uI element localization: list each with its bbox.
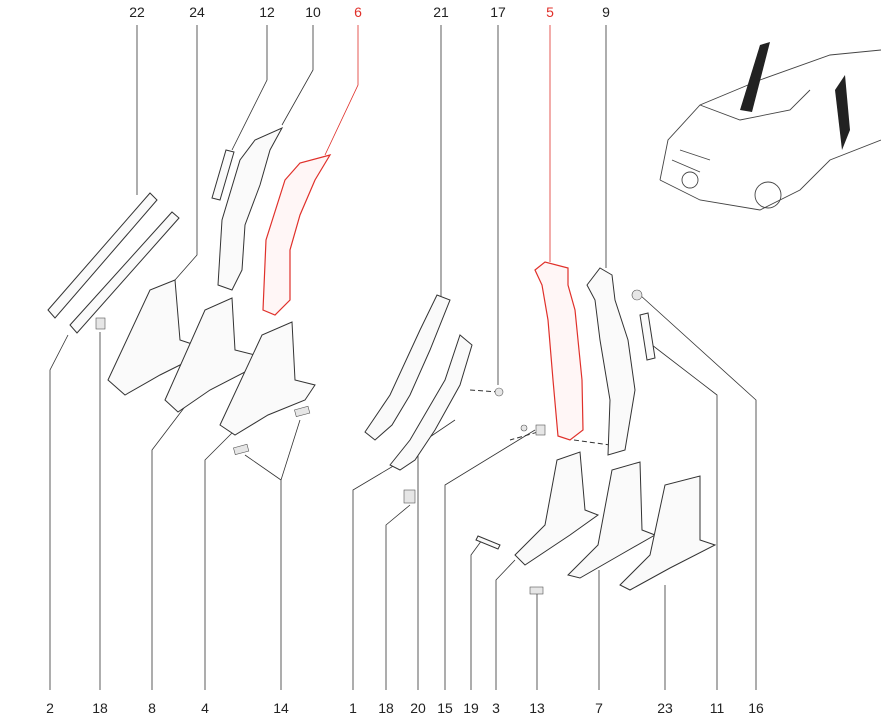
- part-15-sill-trim: [389, 334, 473, 471]
- part-9-b-pillar-upper: [586, 267, 636, 456]
- part-2-strip: [69, 211, 180, 334]
- a-pillar-highlight: [740, 42, 770, 112]
- label-1: 1: [349, 700, 357, 716]
- top-labels: 22 24 12 10 6 21 17 5 9: [129, 4, 610, 20]
- part-21-sill-trim: [364, 294, 451, 441]
- label-11: 11: [710, 700, 725, 716]
- part-7-b-pillar-lower: [567, 461, 657, 579]
- part-6-pillar-upper: [262, 154, 332, 316]
- part-14-clip: [233, 405, 311, 456]
- part-12-trim: [211, 149, 235, 201]
- label-7: 7: [595, 700, 603, 716]
- part-13-clip: [529, 586, 544, 595]
- label-10: 10: [305, 4, 321, 20]
- label-22: 22: [129, 4, 145, 20]
- label-17: 17: [490, 4, 506, 20]
- label-12: 12: [259, 4, 275, 20]
- car-location-illustration: [659, 42, 881, 211]
- label-2: 2: [46, 700, 54, 716]
- part-17-nut: [494, 387, 504, 397]
- part-19-screw: [475, 535, 501, 550]
- part-10-pillar-upper: [217, 126, 284, 291]
- part-18-clip: [95, 317, 106, 330]
- part-5-b-pillar-upper: [534, 261, 584, 441]
- part-16-grommet: [631, 289, 643, 301]
- label-6: 6: [354, 4, 362, 20]
- label-18: 18: [92, 700, 108, 716]
- label-23: 23: [657, 700, 673, 716]
- label-18b: 18: [378, 700, 394, 716]
- label-9: 9: [602, 4, 610, 20]
- label-19: 19: [463, 700, 479, 716]
- part-fastener: [520, 424, 546, 436]
- label-8: 8: [148, 700, 156, 716]
- part-23-b-pillar-lower: [619, 475, 717, 591]
- label-24: 24: [189, 4, 205, 20]
- label-21: 21: [433, 4, 449, 20]
- label-4: 4: [201, 700, 209, 716]
- bottom-labels: 2 18 8 4 14 1 18 20 15 19 3 13 7 23 11 1…: [46, 700, 764, 716]
- label-16: 16: [748, 700, 764, 716]
- part-22-strip: [47, 192, 158, 319]
- label-15: 15: [437, 700, 453, 716]
- label-13: 13: [529, 700, 545, 716]
- part-4-pillar-lower: [219, 321, 316, 436]
- part-20-clip: [403, 489, 416, 504]
- part-3-b-pillar-lower: [514, 451, 600, 566]
- label-5: 5: [546, 4, 554, 20]
- b-pillar-highlight: [835, 75, 850, 150]
- label-3: 3: [492, 700, 500, 716]
- part-11-trim: [639, 312, 656, 361]
- label-20: 20: [410, 700, 426, 716]
- label-14: 14: [273, 700, 289, 716]
